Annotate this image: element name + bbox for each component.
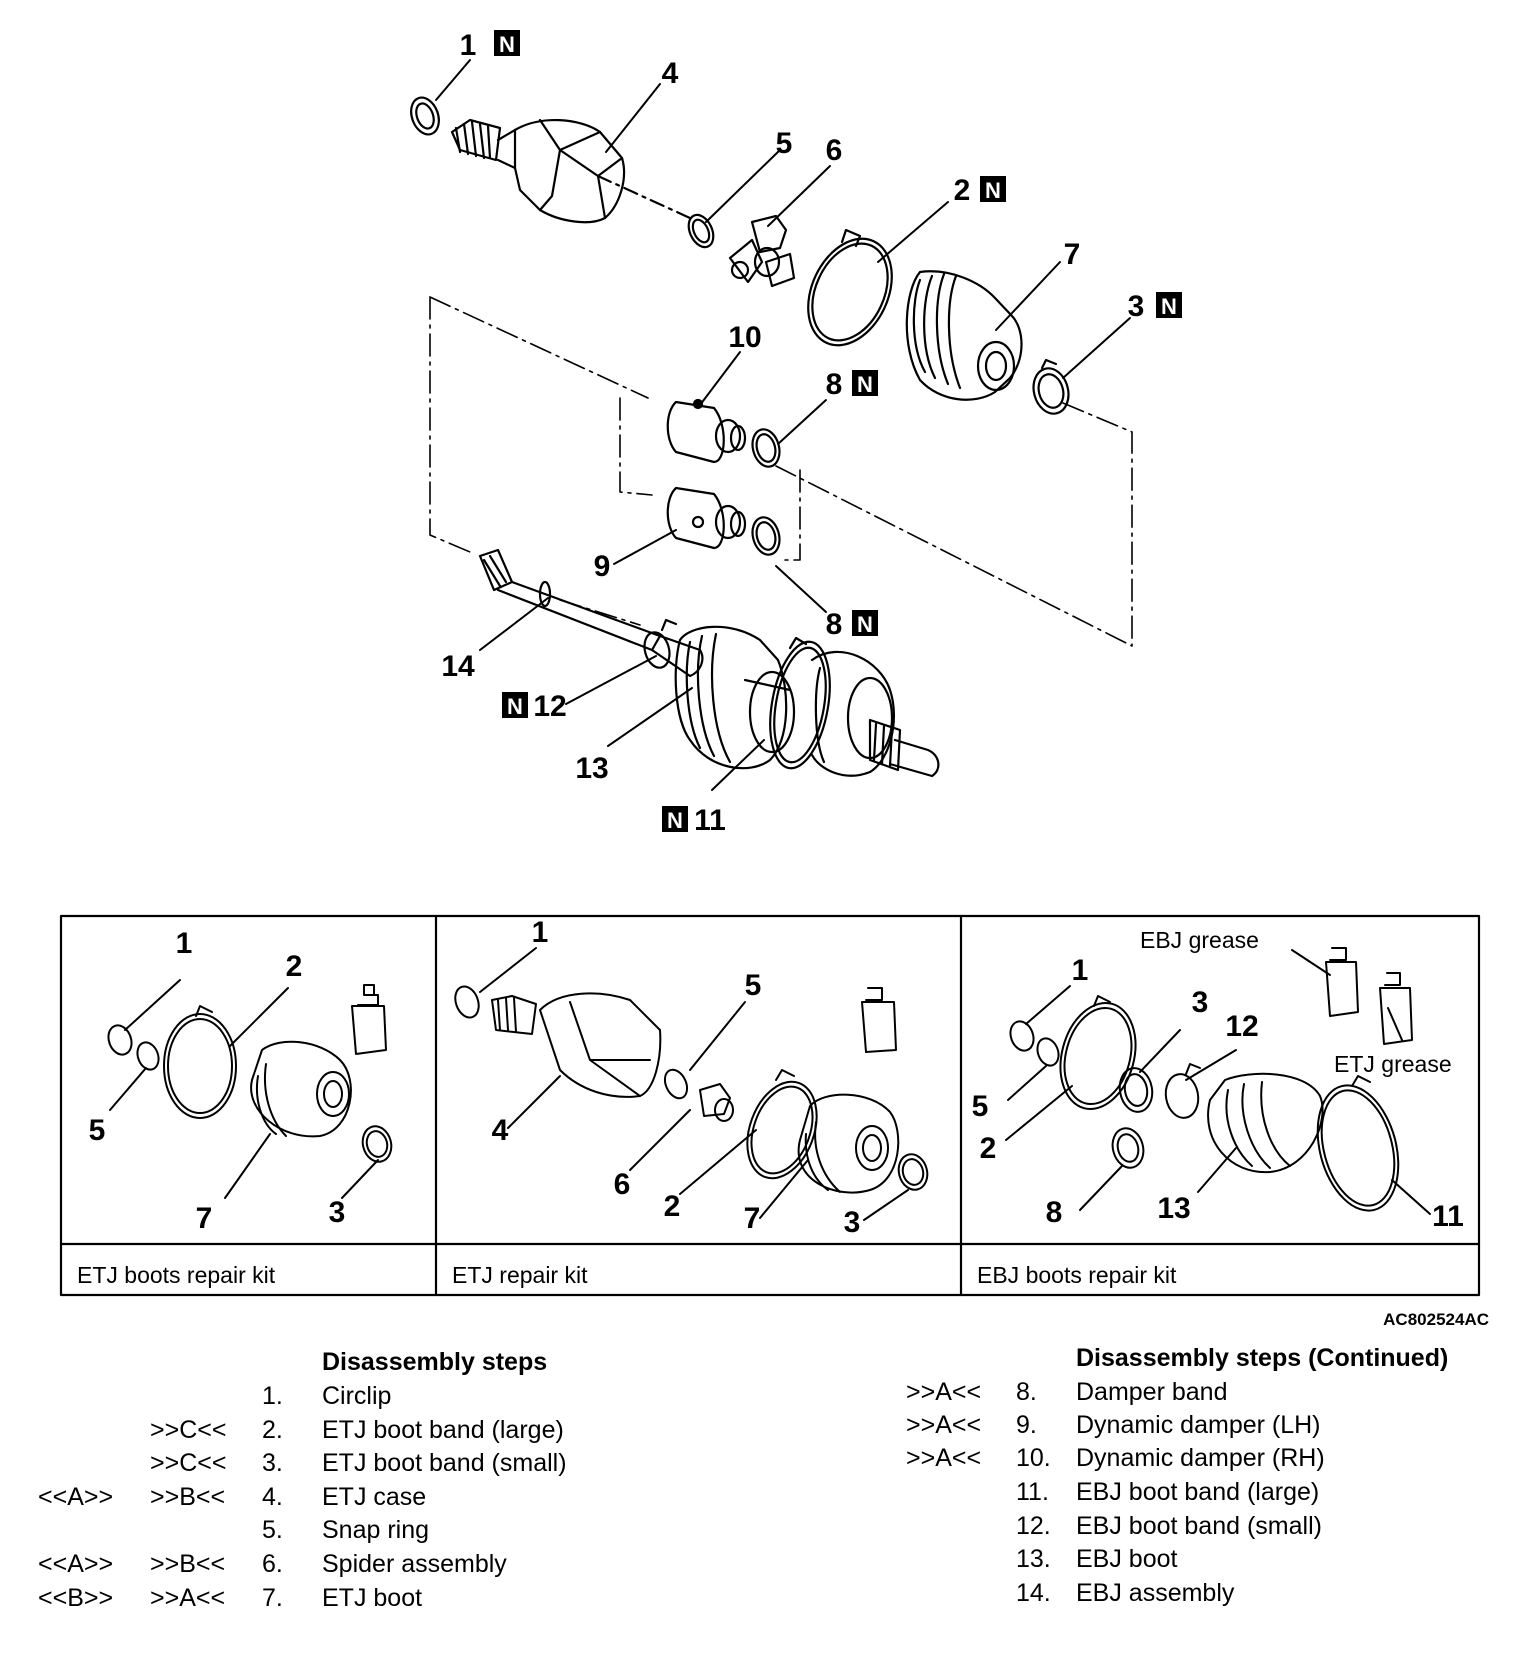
svg-text:N: N [507, 694, 523, 719]
kit3-callout-8: 8 [1046, 1196, 1063, 1229]
kit2-callout-2: 2 [664, 1190, 681, 1223]
callout-11: 11 [694, 804, 726, 837]
kit3-callout-1: 1 [1072, 954, 1089, 987]
part-5-snap-ring [687, 213, 715, 249]
n-badge-11: N [662, 806, 688, 833]
kit1-callout-2: 2 [286, 950, 303, 983]
kit3-label: EBJ boots repair kit [977, 1262, 1177, 1288]
part-11-ebj-boot-band-large [769, 636, 831, 770]
kit2-callout-3: 3 [844, 1206, 861, 1239]
n-badge-3: N [1156, 292, 1182, 319]
callout-3: 3 [1128, 290, 1145, 323]
n-badge-12: N [502, 692, 528, 719]
kit2-etj-repair-kit-parts [454, 947, 929, 1221]
callout-1: 1 [460, 29, 477, 62]
kit1-callout-labels: 1 2 5 7 3 [89, 927, 346, 1235]
kit2-callout-1: 1 [532, 916, 549, 949]
kit2-label: ETJ repair kit [452, 1262, 588, 1288]
part-9-dynamic-damper-lh [666, 486, 747, 550]
part-1-circlip [410, 96, 440, 136]
callout-8-upper: 8 [826, 368, 843, 401]
svg-text:N: N [857, 372, 873, 397]
kit3-callout-2: 2 [980, 1132, 997, 1165]
n-badge-2: N [980, 176, 1006, 203]
part-7-etj-boot [905, 270, 1023, 401]
callout-9: 9 [594, 550, 611, 583]
svg-text:N: N [499, 32, 515, 57]
part-2-etj-boot-band-large [807, 228, 893, 347]
kit3-callout-3: 3 [1192, 986, 1209, 1019]
kit1-callout-7: 7 [196, 1202, 213, 1235]
svg-text:N: N [985, 178, 1001, 203]
kit2-callout-7: 7 [744, 1202, 761, 1235]
kit2-callout-6: 6 [614, 1168, 631, 1201]
kit1-callout-3: 3 [329, 1196, 346, 1229]
main-leader-lines [435, 59, 1131, 791]
n-badge-1: N [494, 30, 520, 57]
part-14-ebj-assembly [478, 548, 940, 778]
callout-8-lower: 8 [826, 608, 843, 641]
kit3-callout-11: 11 [1432, 1200, 1464, 1233]
part-8-damper-band-lower [751, 516, 781, 556]
callout-5: 5 [776, 127, 793, 160]
steps-left-heading: Disassembly steps [322, 1348, 548, 1376]
part-8-damper-band-upper [751, 428, 781, 468]
kit1-etj-boots-repair-kit-parts [107, 979, 393, 1199]
svg-text:N: N [1161, 294, 1177, 319]
part-12-ebj-boot-band-small [643, 618, 678, 669]
part-10-dynamic-damper-rh [666, 398, 747, 464]
kit-table-frame [59, 914, 1481, 1297]
n-badge-8-lower: N [852, 610, 878, 637]
kit2-callout-5: 5 [745, 969, 762, 1002]
etj-grease-label: ETJ grease [1334, 1051, 1452, 1077]
callout-14: 14 [441, 650, 475, 683]
main-callout-labels: 1 4 5 6 2 7 3 10 8 9 8 14 12 13 11 [441, 29, 1144, 837]
callout-6: 6 [826, 134, 843, 167]
kit3-callout-labels: 1 3 12 5 2 8 13 11 EBJ grease ETJ grease [972, 927, 1464, 1233]
kit1-label: ETJ boots repair kit [77, 1262, 276, 1288]
n-badge-8-upper: N [852, 370, 878, 397]
callout-2: 2 [954, 174, 971, 207]
ebj-outer-joint [810, 650, 895, 777]
callout-7: 7 [1064, 238, 1081, 271]
callout-13: 13 [575, 752, 608, 785]
ebj-grease-label: EBJ grease [1140, 927, 1259, 953]
callout-12: 12 [533, 690, 566, 723]
callout-4: 4 [662, 57, 679, 90]
kit2-callout-labels: 1 5 4 6 2 7 3 [492, 916, 861, 1239]
kit3-callout-12: 12 [1225, 1010, 1258, 1043]
new-part-badges: N N N N N N N [494, 30, 1182, 833]
assembly-dash-lines [429, 296, 1133, 647]
svg-text:N: N [667, 808, 683, 833]
kit1-callout-5: 5 [89, 1114, 106, 1147]
kit3-callout-13: 13 [1157, 1192, 1190, 1225]
part-13-ebj-boot [674, 625, 796, 770]
figure-code: AC802524AC [1383, 1310, 1489, 1329]
steps-right-heading: Disassembly steps (Continued) [1076, 1344, 1449, 1372]
kit1-callout-1: 1 [176, 927, 193, 960]
part-4-etj-case [450, 118, 692, 224]
part-3-etj-boot-band-small [1032, 358, 1070, 415]
kit3-ebj-boots-repair-kit-parts [1005, 947, 1431, 1215]
svg-text:N: N [857, 612, 873, 637]
part-6-spider-assembly [728, 214, 796, 288]
callout-10: 10 [728, 321, 761, 354]
kit2-callout-4: 4 [492, 1114, 509, 1147]
kit3-callout-5: 5 [972, 1090, 989, 1123]
